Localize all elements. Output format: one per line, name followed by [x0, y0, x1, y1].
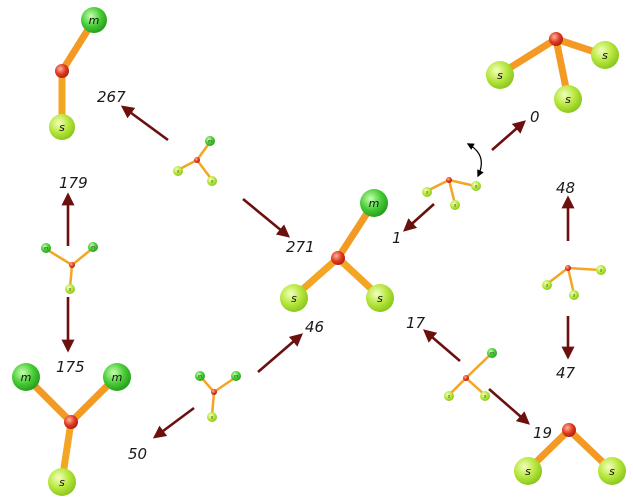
s-atom-label: s — [211, 179, 213, 184]
s-atom — [486, 61, 514, 89]
arrow-to-271 — [242, 197, 291, 238]
s-atom — [366, 284, 394, 312]
m-atom-label: m — [112, 371, 123, 384]
s-atom-label: s — [600, 268, 602, 273]
s-atom-label: s — [454, 203, 456, 208]
s-atom-label: s — [609, 465, 615, 478]
label-47: 47 — [556, 364, 576, 382]
s-atom — [591, 41, 619, 69]
center-atom — [331, 251, 345, 265]
label-1: 1 — [392, 229, 402, 247]
small-molecule-lower-left: m m s — [195, 371, 241, 422]
m-atom-label: m — [44, 246, 48, 251]
rotation-double-arrow — [466, 143, 484, 178]
arrow-to-46 — [257, 333, 303, 373]
label-50: 50 — [128, 445, 147, 463]
s-atom-label: s — [291, 292, 297, 305]
s-atom — [280, 284, 308, 312]
label-179: 179 — [59, 174, 88, 192]
s-atom-label: s — [475, 184, 477, 189]
s-atom-label: s — [497, 69, 503, 82]
molecule-top-left: m s — [49, 7, 107, 140]
s-atom-label: s — [211, 415, 213, 420]
s-atom-label: s — [565, 93, 571, 106]
small-molecule-right-middle: s s s — [542, 265, 606, 300]
molecule-bottom-left: m m s — [12, 363, 131, 496]
s-atom-label: s — [59, 121, 65, 134]
s-atom — [48, 468, 76, 496]
label-267: 267 — [97, 88, 126, 106]
arrow-to-1 — [403, 203, 435, 232]
molecule-bottom-right: s s — [514, 423, 626, 485]
m-atom-label: m — [208, 139, 212, 144]
s-atom — [554, 85, 582, 113]
m-atom — [12, 363, 40, 391]
m-atom-label: m — [369, 197, 380, 210]
center-atom — [549, 32, 563, 46]
s-atom-label: s — [177, 169, 179, 174]
m-atom — [360, 189, 388, 217]
arrow-to-19 — [488, 388, 530, 425]
label-271: 271 — [286, 238, 315, 256]
label-175: 175 — [56, 358, 85, 376]
s-atom-label: s — [69, 287, 71, 292]
m-atom — [81, 7, 107, 33]
s-atom — [514, 457, 542, 485]
label-0: 0 — [530, 108, 540, 126]
molecule-center: m s s — [280, 189, 394, 312]
m-atom-label: m — [234, 374, 238, 379]
s-atom-label: s — [573, 293, 575, 298]
label-17: 17 — [406, 314, 426, 332]
label-48: 48 — [556, 179, 575, 197]
arrow-to-267 — [120, 105, 169, 142]
m-atom-label: m — [89, 14, 100, 27]
center-atom — [562, 423, 576, 437]
s-atom-label: s — [59, 476, 65, 489]
s-atom-label: s — [602, 49, 608, 62]
small-molecule-left-middle: m m s — [41, 242, 98, 294]
m-atom — [103, 363, 131, 391]
s-atom-label: s — [546, 283, 548, 288]
s-atom-label: s — [525, 465, 531, 478]
arrow-to-0 — [491, 120, 526, 151]
arrow-to-17 — [423, 329, 461, 362]
molecule-top-right: s s s — [486, 32, 619, 113]
center-atom — [64, 415, 78, 429]
m-atom-label: m — [91, 245, 95, 250]
s-atom-label: s — [377, 292, 383, 305]
label-46: 46 — [305, 318, 324, 336]
s-atom — [598, 457, 626, 485]
small-molecule-upper-right: s s s — [422, 177, 481, 210]
label-19: 19 — [533, 424, 552, 442]
small-molecule-lower-right: m s s — [444, 348, 497, 401]
small-molecule-upper-left: m s s — [173, 136, 217, 186]
center-atom — [55, 64, 69, 78]
m-atom-label: m — [21, 371, 32, 384]
m-atom-label: m — [490, 351, 494, 356]
m-atom-label: m — [198, 374, 202, 379]
s-atom-label: s — [484, 394, 486, 399]
s-atom-label: s — [448, 394, 450, 399]
arrow-to-50 — [152, 406, 195, 439]
s-atom-label: s — [426, 190, 428, 195]
s-atom — [49, 114, 75, 140]
